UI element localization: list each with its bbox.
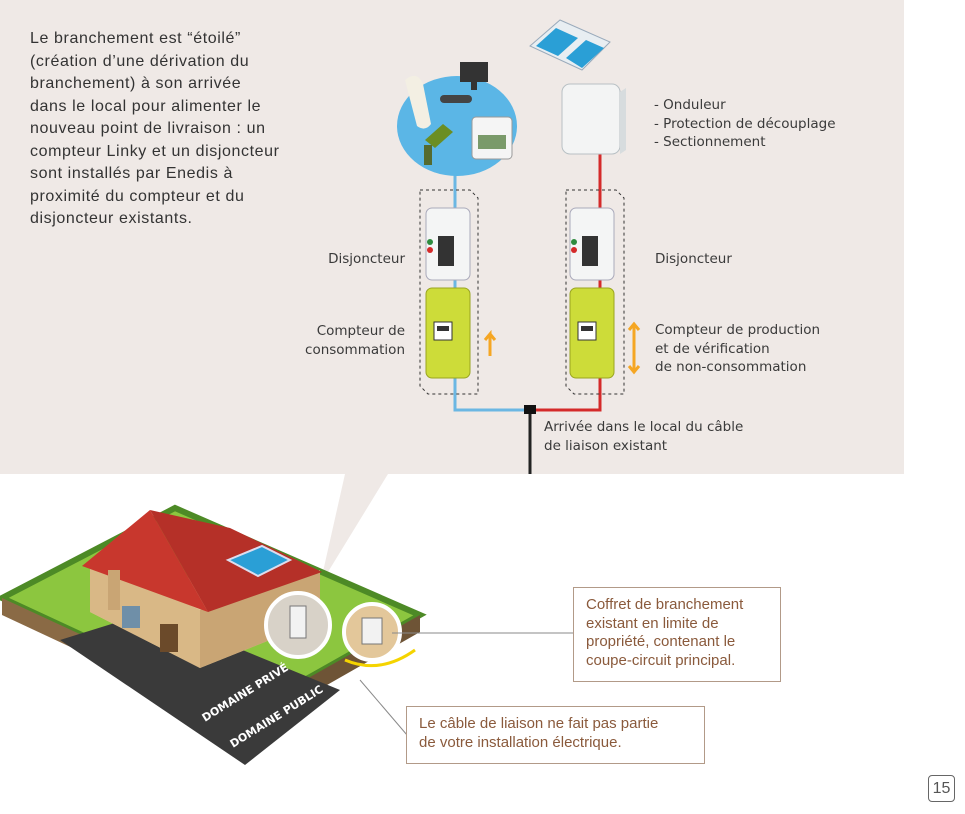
inverter-list-label: - Onduleur - Protection de découplage - …: [654, 97, 836, 150]
cable-callout: Le câble de liaison ne fait pas partie d…: [406, 706, 705, 764]
solar-group: [529, 19, 626, 155]
bidirectional-arrow-icon: [627, 321, 641, 375]
right-breaker-label: Disjoncteur: [655, 251, 732, 267]
chimney: [108, 570, 120, 610]
arrival-cable-label: Arrivée dans le local du câble de liaiso…: [544, 419, 744, 454]
roof-front: [82, 510, 208, 612]
drill-icon: [425, 124, 453, 148]
right-dashed-enclosure: [565, 189, 625, 395]
appliances-group: [397, 62, 517, 176]
right-meter-column: [565, 189, 641, 395]
road: [60, 612, 340, 765]
intro-paragraph: Le branchement est “étoilé” (création d’…: [30, 30, 280, 227]
house-illustration: DOMAINE PRIVÉ DOMAINE PUBLIC: [0, 504, 427, 765]
door: [160, 624, 178, 652]
left-dashed-enclosure: [419, 189, 479, 395]
page-number: 15: [928, 775, 955, 802]
inverter-icon: [561, 83, 621, 155]
house-meter-icon: [289, 605, 307, 639]
junction-block: [524, 405, 536, 414]
consumption-arrow-icon: [483, 329, 497, 356]
cable-leader-line: [359, 679, 408, 736]
computer-icon: [460, 62, 488, 82]
left-meter-label: Compteur de consommation: [305, 323, 405, 358]
house-solar-panel-icon: [225, 544, 293, 578]
lamp-icon: [405, 75, 431, 129]
right-meter-label: Compteur de production et de vérificatio…: [655, 322, 821, 375]
left-meter-column: [419, 189, 497, 395]
coffret-callout: Coffret de branchement existant en limit…: [573, 587, 781, 682]
coffret-icon: [361, 617, 383, 645]
yellow-cable: [344, 648, 416, 668]
window: [122, 606, 140, 628]
zoom-pointer: [320, 474, 388, 585]
mouse-icon: [440, 95, 472, 103]
left-breaker-label: Disjoncteur: [328, 251, 405, 267]
